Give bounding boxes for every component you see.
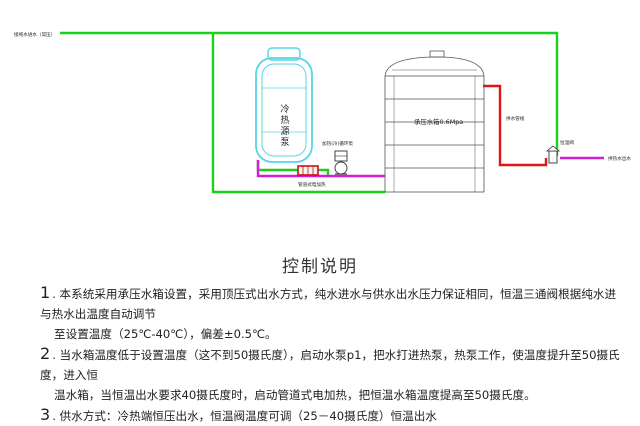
note-text-line: . 本系统采用承压水箱设置，采用顶压式出水方式，纯水进水与供水出水压力保证相同，… bbox=[40, 287, 617, 321]
system-diagram: 接纯水进水（常压） 冷 热 源 泵 管道式电加热 加热(冷)循环泵 bbox=[14, 31, 631, 194]
source-pump-cap bbox=[267, 47, 301, 61]
note-item: 3. 供水方式：冷热端恒压出水，恒温阀温度可调（25－40摄氏度）恒温出水 bbox=[0, 405, 640, 426]
thermostatic-valve bbox=[545, 145, 561, 164]
source-pump-char-4: 泵 bbox=[280, 137, 289, 148]
note-item: 2. 当水箱温度低于设置温度（这不到50摄氏度），启动水泵p1，把水打进热泵，热… bbox=[0, 344, 640, 405]
note-text-line: 温水箱，当恒温出水要求40摄氏度时，启动管道式电加热，把恒温水箱温度提高至50摄… bbox=[54, 388, 536, 402]
note-number: 3 bbox=[40, 405, 51, 424]
pipeline-heater bbox=[297, 165, 319, 176]
control-notes: 控制说明 1. 本系统采用承压水箱设置，采用顶压式出水方式，纯水进水与供水出水压… bbox=[0, 252, 640, 426]
valve-label: 恒温阀 bbox=[560, 139, 574, 146]
note-number: 2 bbox=[40, 344, 51, 363]
tank-label: 承压水箱0.6Mpa bbox=[414, 117, 463, 126]
outlet-label: 供热水出水 bbox=[608, 155, 631, 162]
notes-title: 控制说明 bbox=[282, 257, 358, 277]
note-text-line: . 当水箱温度低于设置温度（这不到50摄氏度），启动水泵p1，把水打进热泵，热泵… bbox=[40, 348, 620, 382]
source-pump-char-2: 热 bbox=[280, 114, 289, 126]
note-number: 1 bbox=[40, 283, 51, 302]
circulation-pump bbox=[334, 150, 348, 175]
supply-pipe-label: 供水管线 bbox=[506, 115, 525, 122]
pressure-tank bbox=[384, 50, 485, 193]
source-pump-char-3: 源 bbox=[280, 126, 289, 137]
heater-label: 管道式电加热 bbox=[298, 181, 326, 188]
mixed-water-pipe bbox=[256, 156, 604, 178]
note-text-line: . 供水方式：冷热端恒压出水，恒温阀温度可调（25－40摄氏度）恒温出水 bbox=[52, 409, 437, 423]
source-pump-unit: 冷 热 源 泵 bbox=[255, 47, 313, 163]
source-pump-inner bbox=[261, 63, 307, 157]
inlet-label: 接纯水进水（常压） bbox=[14, 31, 55, 38]
source-pump-body bbox=[255, 57, 313, 163]
pump-label: 加热(冷)循环泵 bbox=[322, 140, 354, 147]
hot-water-pipe bbox=[483, 84, 548, 167]
source-pump-char-1: 冷 bbox=[280, 103, 289, 115]
note-item: 1. 本系统采用承压水箱设置，采用顶压式出水方式，纯水进水与供水出水压力保证相同… bbox=[0, 283, 640, 344]
note-text-line: 至设置温度（25℃-40℃），偏差±0.5℃。 bbox=[54, 327, 277, 341]
